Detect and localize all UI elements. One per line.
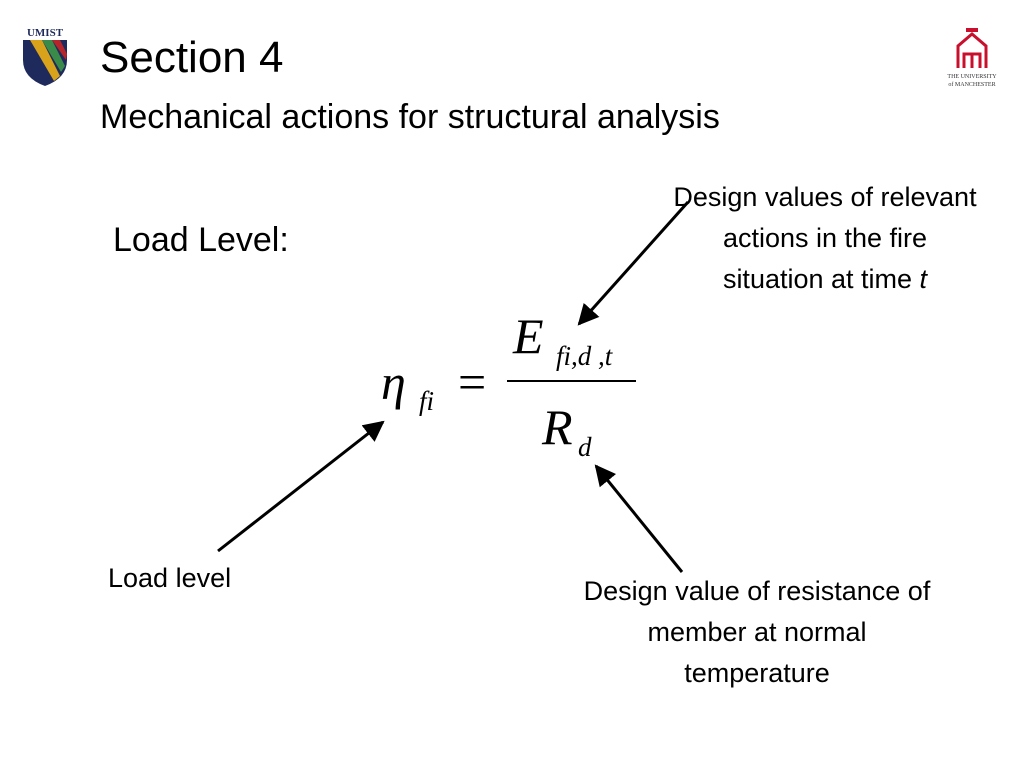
callout-design-actions-time: t <box>919 264 928 294</box>
manchester-logo-text-2: of MANCHESTER <box>948 81 995 88</box>
umist-logo: UMIST <box>20 26 70 88</box>
manchester-logo-text-1: THE UNIVERSITY <box>947 74 997 80</box>
equation-numerator-symbol: E <box>513 308 544 364</box>
university-of-manchester-logo: THE UNIVERSITY of MANCHESTER <box>944 24 1000 90</box>
callout-design-actions: Design values of relevant actions in the… <box>670 177 980 300</box>
slide-subtitle: Mechanical actions for structural analys… <box>100 98 720 136</box>
arrow-to-eta <box>217 420 385 553</box>
arrow-to-denominator <box>594 464 684 573</box>
equation-fraction-bar <box>507 380 636 382</box>
equation-denominator-symbol: R <box>542 399 573 455</box>
equation-denominator-subscript: d <box>578 432 592 462</box>
load-level-heading: Load Level: <box>113 221 289 259</box>
equation-eta-symbol: η <box>381 354 406 410</box>
callout-design-resistance: Design value of resistance of member at … <box>583 576 931 688</box>
umist-logo-text: UMIST <box>27 27 64 39</box>
equation-equals-sign: = <box>458 354 487 410</box>
equation-eta-subscript: fi <box>419 386 435 416</box>
arrow-to-numerator <box>577 201 690 326</box>
equation-numerator-subscript: fi,d ,t <box>556 341 613 371</box>
callout-design-actions-text: Design values of relevant actions in the… <box>673 182 977 294</box>
callout-load-level: Load level <box>108 563 232 593</box>
slide-title: Section 4 <box>100 33 284 82</box>
